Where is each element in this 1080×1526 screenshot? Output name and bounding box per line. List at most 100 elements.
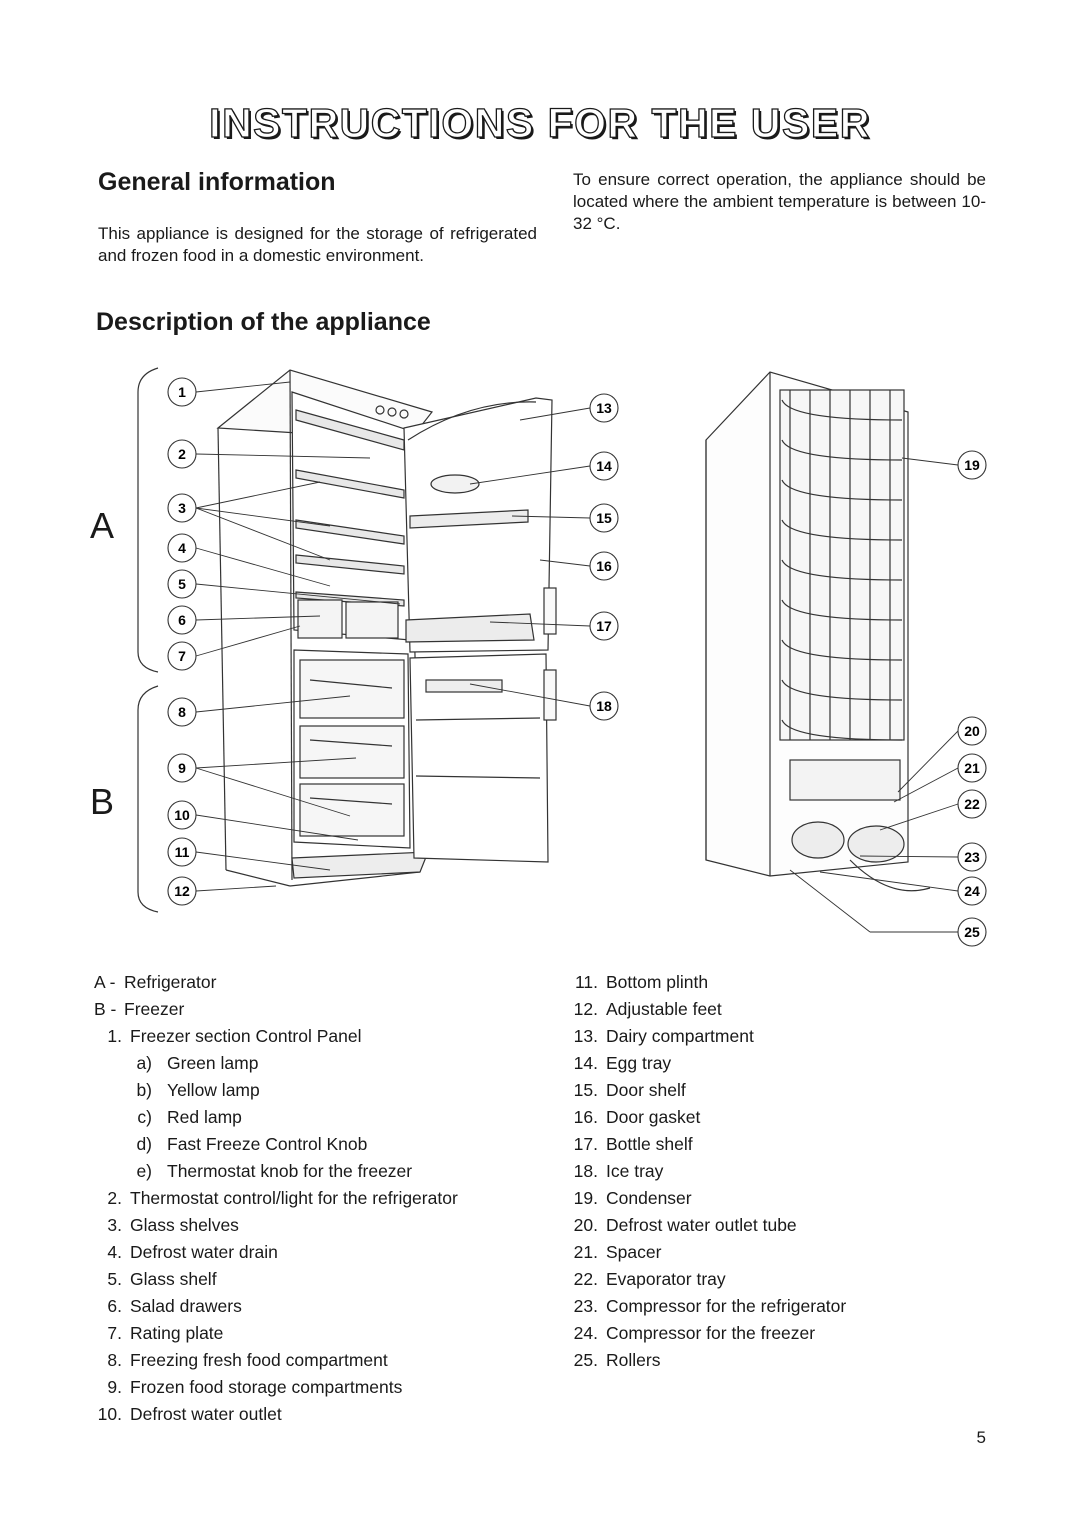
legend-item-number: 3. (107, 1215, 122, 1235)
legend-item-text: Spacer (606, 1242, 662, 1262)
description-heading: Description of the appliance (96, 308, 431, 336)
fridge-front-view (216, 369, 557, 887)
callout-2: 2 (167, 439, 197, 469)
legend-item-number: B - (94, 999, 117, 1019)
legend-item-number: 12. (573, 999, 598, 1019)
callout-10: 10 (167, 800, 197, 830)
legend-item-number: a) (136, 1053, 152, 1073)
svg-text:16: 16 (596, 558, 612, 574)
legend-item: 12. Adjustable feet (568, 998, 988, 1025)
section-b-label: B (90, 781, 114, 822)
legend-item: 24. Compressor for the freezer (568, 1322, 988, 1349)
legend-item: 14. Egg tray (568, 1052, 988, 1079)
legend-item: a)Green lamp (92, 1052, 552, 1079)
legend-item: 22. Evaporator tray (568, 1268, 988, 1295)
legend-item: d)Fast Freeze Control Knob (92, 1133, 552, 1160)
general-information-heading: General information (98, 168, 336, 196)
legend-item-number: e) (136, 1161, 152, 1181)
svg-text:6: 6 (178, 612, 186, 628)
legend-item-text: Defrost water outlet (130, 1404, 282, 1424)
legend-item: A - Refrigerator (92, 971, 552, 998)
legend-item: 8. Freezing fresh food compartment (92, 1349, 552, 1376)
legend-item-text: Egg tray (606, 1053, 672, 1073)
legend-item: b)Yellow lamp (92, 1079, 552, 1106)
callout-14: 14 (589, 451, 619, 481)
legend-item: 16. Door gasket (568, 1106, 988, 1133)
legend-item-text: Compressor for the freezer (606, 1323, 816, 1343)
legend-item: 6.Salad drawers (92, 1295, 552, 1322)
legend-item-number: 5. (107, 1269, 122, 1289)
legend-item-text: Compressor for the refrigerator (606, 1296, 847, 1316)
callout-8: 8 (167, 697, 197, 727)
legend-item-text: Thermostat knob for the freezer (167, 1161, 413, 1181)
svg-text:18: 18 (596, 698, 612, 714)
legend-item: 10.Defrost water outlet (92, 1403, 552, 1430)
svg-text:20: 20 (964, 723, 980, 739)
legend-item-number: 9. (107, 1377, 122, 1397)
callout-4: 4 (167, 533, 197, 563)
callout-3: 3 (167, 493, 197, 523)
fridge-back-view (705, 371, 931, 892)
legend-item-number: 13. (573, 1026, 598, 1046)
legend-item-number: A - (94, 972, 116, 992)
legend-item-text: Adjustable feet (606, 999, 722, 1019)
legend-item-number: d) (136, 1134, 152, 1154)
callout-5: 5 (167, 569, 197, 599)
callout-13: 13 (589, 393, 619, 423)
legend-item-number: 8. (107, 1350, 122, 1370)
legend-item-number: 24. (573, 1323, 598, 1343)
svg-text:9: 9 (178, 760, 186, 776)
legend-item-text: Glass shelf (130, 1269, 217, 1289)
section-b-bracket (137, 685, 159, 913)
legend-item: 17.Bottle shelf (568, 1133, 988, 1160)
legend-item-number: 21. (573, 1242, 598, 1262)
svg-text:24: 24 (964, 883, 980, 899)
legend-item-text: Yellow lamp (167, 1080, 260, 1100)
svg-text:4: 4 (178, 540, 186, 556)
legend-item-number: 16. (573, 1107, 598, 1127)
legend-item-text: Frozen food storage compartments (130, 1377, 403, 1397)
legend-item-text: Defrost water outlet tube (606, 1215, 797, 1235)
legend-item: 15.Door shelf (568, 1079, 988, 1106)
callout-18: 18 (589, 691, 619, 721)
svg-text:8: 8 (178, 704, 186, 720)
legend-item-text: Freezing fresh food compartment (130, 1350, 388, 1370)
legend-item-text: Door gasket (606, 1107, 701, 1127)
ambient-temperature-text: To ensure correct operation, the applian… (573, 170, 986, 233)
legend-item-number: 22. (573, 1269, 598, 1289)
legend-item-number: 17. (573, 1134, 598, 1154)
legend-item: c)Red lamp (92, 1106, 552, 1133)
callout-16: 16 (589, 551, 619, 581)
legend-item-text: Condenser (606, 1188, 692, 1208)
legend-item-text: Thermostat control/light for the refrige… (130, 1188, 458, 1208)
legend-item: 1.Freezer section Control Panel (92, 1025, 552, 1052)
svg-text:14: 14 (596, 458, 612, 474)
svg-text:7: 7 (178, 648, 186, 664)
legend-item-text: Bottom plinth (606, 972, 709, 992)
legend-item: 20. Defrost water outlet tube (568, 1214, 988, 1241)
legend-item: 3. Glass shelves (92, 1214, 552, 1241)
legend-item-number: 20. (573, 1215, 598, 1235)
legend-item-text: Salad drawers (130, 1296, 242, 1316)
callout-9: 9 (167, 753, 197, 783)
legend-item-text: Evaporator tray (606, 1269, 726, 1289)
callout-25: 25 (957, 917, 987, 947)
legend-item-number: 15. (573, 1080, 598, 1100)
legend-item: 7.Rating plate (92, 1322, 552, 1349)
legend-item-number: 14. (573, 1053, 598, 1073)
svg-text:21: 21 (964, 760, 980, 776)
callout-21: 21 (957, 753, 987, 783)
legend-item-text: Refrigerator (124, 972, 217, 992)
svg-text:1: 1 (178, 384, 186, 400)
legend-item: 25.Rollers (568, 1349, 988, 1376)
legend-item-number: 2. (107, 1188, 122, 1208)
legend-item-text: Ice tray (606, 1161, 664, 1181)
legend-item: 9. Frozen food storage compartments (92, 1376, 552, 1403)
legend-item: 5. Glass shelf (92, 1268, 552, 1295)
svg-text:11: 11 (175, 844, 190, 860)
legend-item-text: Glass shelves (130, 1215, 239, 1235)
